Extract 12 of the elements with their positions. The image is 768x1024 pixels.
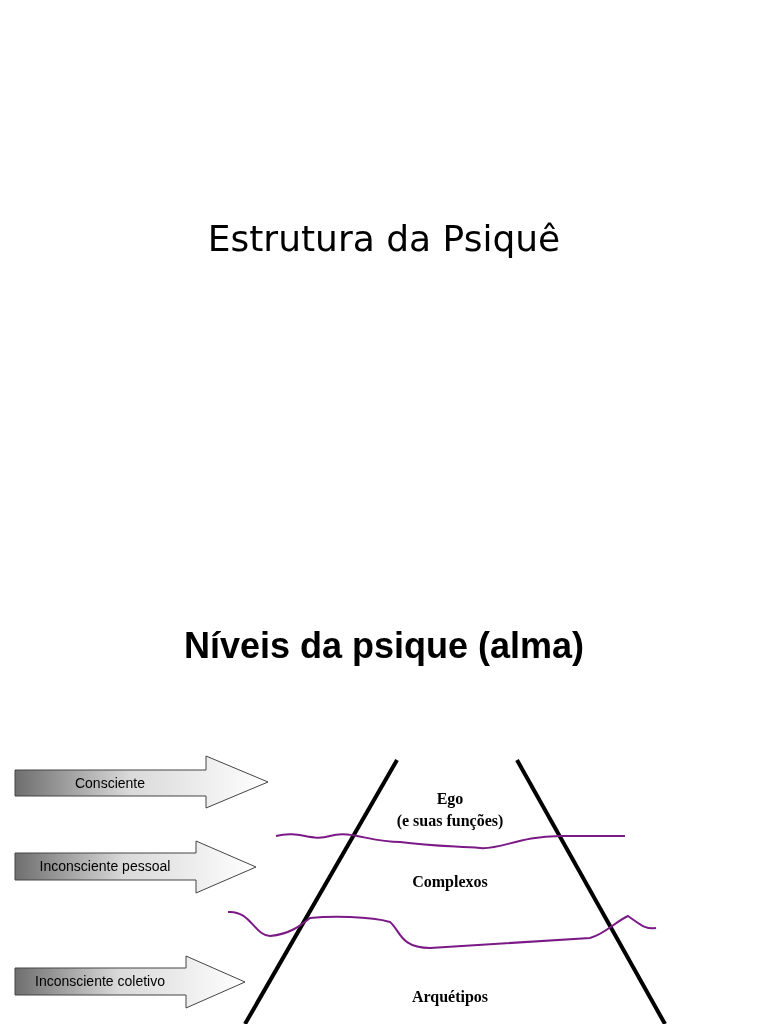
heading: Níveis da psique (alma) — [182, 625, 586, 667]
block-arrow — [14, 955, 247, 1009]
level-label: Complexos — [411, 873, 489, 891]
arrow-label: Consciente — [73, 775, 146, 791]
level-label: Arquétipos — [410, 988, 490, 1006]
block-arrow — [14, 840, 258, 894]
level-label: Ego — [435, 790, 465, 808]
arrow-label: Inconsciente coletivo — [34, 973, 166, 989]
block-arrow — [14, 755, 270, 809]
arrow-label: Inconsciente pessoal — [38, 858, 172, 874]
level-label: (e suas funções) — [395, 812, 505, 830]
slide-title: Estrutura da Psiquê — [206, 218, 562, 259]
